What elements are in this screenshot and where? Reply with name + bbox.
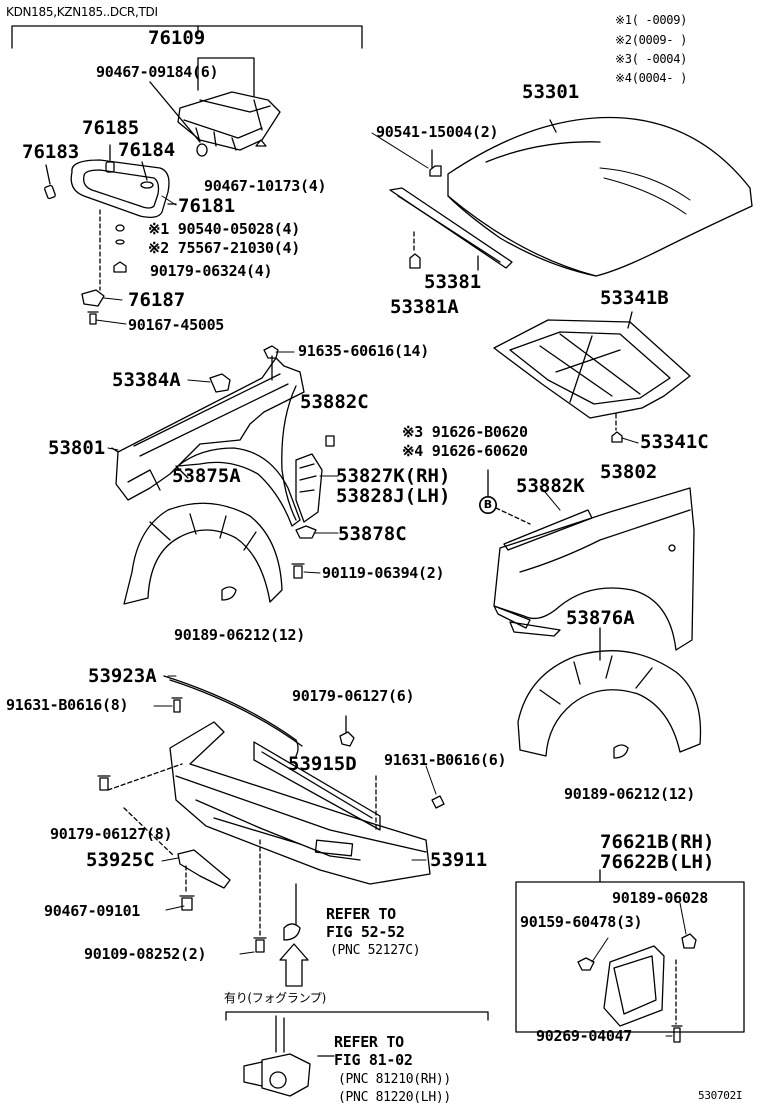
leader-lines — [95, 132, 687, 1037]
diagram-id: 530702I — [698, 1089, 743, 1102]
part-label-76187[interactable]: 76187 — [128, 289, 186, 311]
part-label-53381A[interactable]: 53381A — [390, 296, 459, 318]
part-label-90179-06127-6[interactable]: 90179-06127(6) — [292, 687, 415, 705]
group-bracket-76109 — [11, 25, 363, 49]
bumper-reinforcement-53923A — [163, 675, 303, 757]
hood-scoop-76109 — [149, 57, 281, 151]
bumper-support-53915D — [253, 741, 381, 831]
part-label-53384A[interactable]: 53384A — [112, 369, 181, 391]
garnish-76181 — [70, 159, 177, 218]
reference-2-title: REFER TO — [334, 1033, 404, 1051]
part-label-76109[interactable]: 76109 — [148, 27, 206, 49]
part-label-53301[interactable]: 53301 — [522, 81, 580, 103]
part-label-53381[interactable]: 53381 — [424, 271, 482, 293]
part-label-90179-06127-8[interactable]: 90179-06127(8) — [50, 825, 173, 843]
part-label-91626-60620[interactable]: ※4 91626-60620 — [402, 442, 528, 460]
reference-1-figure[interactable]: FIG 52-52 — [326, 923, 405, 941]
part-label-76185[interactable]: 76185 — [82, 117, 140, 139]
part-label-53802[interactable]: 53802 — [600, 461, 658, 483]
foglamp-caption: 有り(フォグランプ) — [224, 991, 327, 1005]
reference-1-title: REFER TO — [326, 905, 396, 923]
arrow-up-icon — [279, 943, 309, 987]
part-label-76181[interactable]: 76181 — [178, 195, 236, 217]
part-label-76621B[interactable]: 76621B(RH) — [600, 831, 715, 853]
fender-liner-53875A — [123, 447, 301, 605]
reference-2-pnc-rh: (PNC 81210(RH)) — [338, 1072, 451, 1087]
part-label-90179-06324[interactable]: 90179-06324(4) — [150, 262, 273, 280]
fog-lamp-assembly — [225, 1011, 489, 1097]
part-label-76183[interactable]: 76183 — [22, 141, 80, 163]
part-label-53882C[interactable]: 53882C — [300, 391, 369, 413]
hood-53301 — [447, 116, 753, 277]
part-label-53882K[interactable]: 53882K — [516, 475, 585, 497]
part-label-53925C[interactable]: 53925C — [86, 849, 155, 871]
front-fender-53802 — [479, 469, 695, 651]
part-label-90159-60478[interactable]: 90159-60478(3) — [520, 913, 643, 931]
note-3: ※3( -0004) — [615, 52, 688, 66]
part-label-53915D[interactable]: 53915D — [288, 753, 357, 775]
part-label-90467-09184[interactable]: 90467-09184(6) — [96, 63, 219, 81]
bracket-53827K — [291, 453, 323, 579]
part-label-53341C[interactable]: 53341C — [640, 431, 709, 453]
bracket-53925C — [123, 807, 301, 953]
note-4: ※4(0004- ) — [615, 71, 688, 85]
part-label-76184[interactable]: 76184 — [118, 139, 176, 161]
reference-2-figure[interactable]: FIG 81-02 — [334, 1051, 413, 1069]
part-label-90189-06028[interactable]: 90189-06028 — [612, 889, 709, 907]
part-label-91631-B0616-8[interactable]: 91631-B0616(8) — [6, 696, 129, 714]
part-label-76622B[interactable]: 76622B(LH) — [600, 851, 715, 873]
note-2: ※2(0009- ) — [615, 33, 688, 47]
reference-2-pnc-lh: (PNC 81220(LH)) — [338, 1090, 451, 1105]
part-label-53801[interactable]: 53801 — [48, 437, 106, 459]
part-label-90541-15004[interactable]: 90541-15004(2) — [376, 123, 499, 141]
part-label-75567-21030[interactable]: ※2 75567-21030(4) — [148, 239, 300, 257]
note-1: ※1( -0009) — [615, 13, 688, 27]
part-label-53827K[interactable]: 53827K(RH) — [336, 465, 451, 487]
fender-liner-53876A — [517, 627, 702, 759]
part-label-90467-10173[interactable]: 90467-10173(4) — [204, 177, 327, 195]
part-label-90269-04047[interactable]: 90269-04047 — [536, 1027, 633, 1045]
part-label-90109-08252[interactable]: 90109-08252(2) — [84, 945, 207, 963]
part-label-90167-45005[interactable]: 90167-45005 — [128, 316, 225, 334]
part-label-90189-06212-right[interactable]: 90189-06212(12) — [564, 785, 695, 803]
fasteners-76187-stack — [81, 209, 127, 325]
engine-undercover-53341B — [493, 311, 691, 443]
part-label-53878C[interactable]: 53878C — [338, 523, 407, 545]
part-label-91626-B0620[interactable]: ※3 91626-B0620 — [402, 423, 528, 441]
part-label-91635-60616[interactable]: 91635-60616(14) — [298, 342, 429, 360]
weatherstrip-53381 — [389, 149, 513, 271]
part-label-90119-06394[interactable]: 90119-06394(2) — [322, 564, 445, 582]
part-label-90467-09101[interactable]: 90467-09101 — [44, 902, 141, 920]
mudguard-box — [515, 869, 745, 1043]
front-bumper-53911 — [97, 715, 445, 885]
part-label-53923A[interactable]: 53923A — [88, 665, 157, 687]
part-label-91631-B0616-6[interactable]: 91631-B0616(6) — [384, 751, 507, 769]
part-label-90540-05028[interactable]: ※1 90540-05028(4) — [148, 220, 300, 238]
part-label-53828J[interactable]: 53828J(LH) — [336, 485, 451, 507]
reference-circle-b: B — [479, 496, 497, 514]
part-label-90189-06212-left[interactable]: 90189-06212(12) — [174, 626, 305, 644]
part-label-53911[interactable]: 53911 — [430, 849, 488, 871]
part-label-53875A[interactable]: 53875A — [172, 465, 241, 487]
part-label-53876A[interactable]: 53876A — [566, 607, 635, 629]
model-header: KDN185,KZN185..DCR,TDI — [6, 5, 158, 19]
reference-1-pnc: (PNC 52127C) — [330, 943, 421, 958]
fender-apron-53801 — [111, 345, 335, 521]
part-label-53341B[interactable]: 53341B — [600, 287, 669, 309]
